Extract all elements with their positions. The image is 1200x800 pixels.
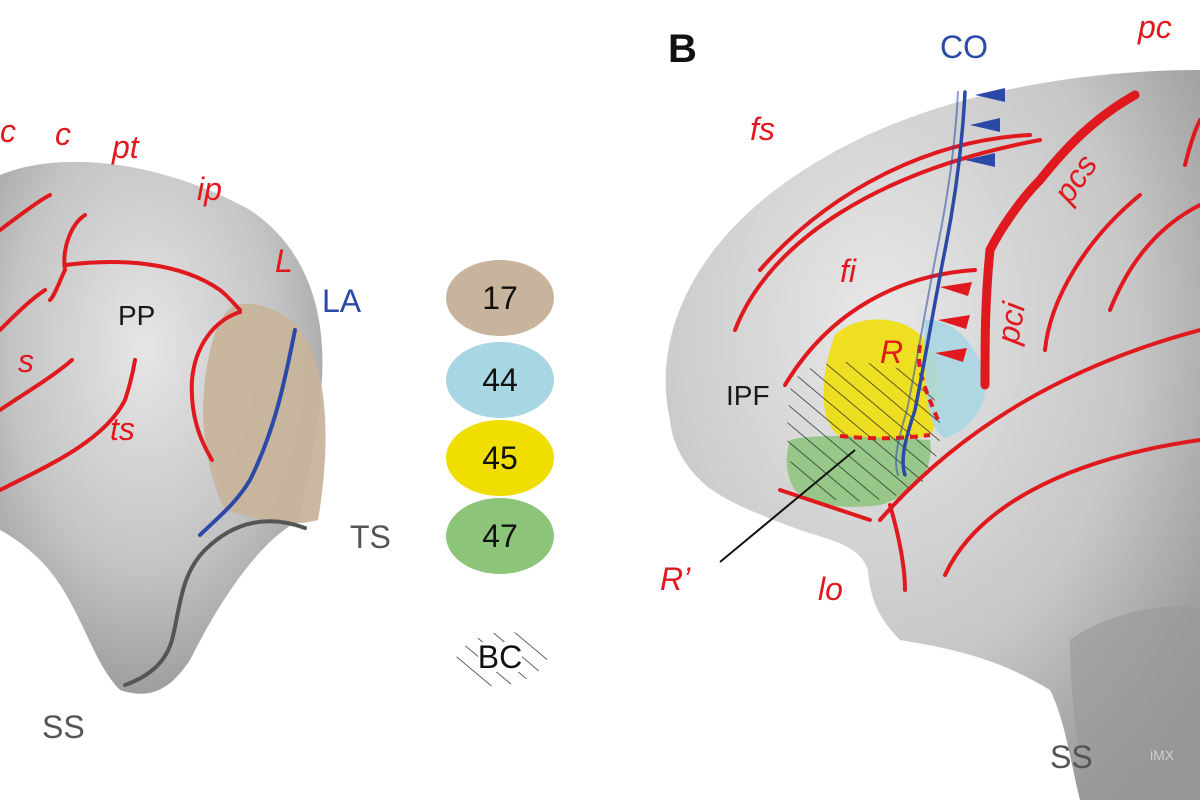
right-area-44 [924, 319, 986, 438]
right-sulcus-lateral [878, 328, 1200, 522]
blue-arrowhead-2 [970, 118, 1000, 132]
left-sulcus-L [189, 310, 242, 462]
label-SS-left: SS [42, 709, 85, 745]
legend-label-17: 17 [482, 280, 518, 316]
label-c2: c [55, 116, 71, 152]
legend: 17 44 45 47 BC [446, 260, 554, 687]
left-brain-surface [0, 161, 323, 694]
label-CO: CO [940, 29, 988, 65]
left-sulcus-c2 [48, 213, 87, 302]
red-arrowhead-3 [935, 348, 967, 362]
right-brain: B [660, 9, 1200, 800]
right-sulcus-pcs [985, 90, 1140, 255]
label-ts: ts [110, 411, 135, 447]
red-arrowhead-1 [940, 282, 972, 296]
right-sulcus-fs [733, 138, 1042, 332]
red-arrowhead-2 [938, 315, 970, 329]
legend-label-45: 45 [482, 440, 518, 476]
left-brain: c c pt ip L LA PP s ts TS SS [0, 113, 391, 745]
label-IPF: IPF [726, 380, 770, 411]
label-LA: LA [322, 283, 362, 319]
right-sulcus-r-prime [778, 488, 872, 522]
left-sulcus-s-upper [0, 288, 47, 332]
label-ip: ip [197, 171, 222, 207]
left-ss-line [123, 519, 307, 687]
legend-swatch-17 [446, 260, 554, 336]
right-ipf-hatch [787, 362, 941, 502]
right-sulcus-fi-upper [758, 133, 1032, 272]
blue-arrowhead-1 [975, 88, 1005, 102]
right-sulcus-pci [980, 245, 995, 390]
left-area-17 [203, 303, 326, 524]
left-sulcus-c1 [0, 193, 52, 232]
legend-swatch-47 [446, 498, 554, 574]
legend-label-bc: BC [478, 639, 522, 675]
r-prime-pointer [719, 449, 856, 563]
right-sulcus-sts [943, 438, 1200, 577]
label-fs: fs [750, 111, 775, 147]
label-R-prime: R’ [660, 561, 691, 597]
right-r-dashed-boundary [917, 344, 942, 426]
label-s: s [18, 343, 34, 379]
right-co-line [901, 90, 967, 477]
legend-label-47: 47 [482, 518, 518, 554]
right-co-line-inner [895, 91, 959, 476]
label-SS-right: SS [1050, 739, 1093, 775]
right-sulcus-fi [783, 268, 977, 387]
right-cerebellum [1070, 606, 1200, 800]
label-L: L [275, 243, 293, 279]
label-R: R [880, 334, 903, 370]
watermark: iMX [1150, 747, 1175, 763]
left-sulcus-ts [0, 358, 137, 492]
label-pt: pt [111, 129, 140, 165]
right-sulcus-lo [888, 503, 907, 592]
right-sulcus-p2 [1108, 203, 1200, 312]
panel-letter-b: B [668, 27, 697, 71]
legend-swatch-44 [446, 342, 554, 418]
label-c1: c [0, 113, 16, 149]
label-pci: pci [989, 299, 1032, 347]
left-sulcus-s [0, 358, 74, 412]
right-sulcus-p1 [1043, 193, 1142, 352]
right-sulcus-p3 [1183, 118, 1200, 167]
label-lo: lo [818, 571, 843, 607]
label-pc: pc [1137, 9, 1172, 45]
legend-label-44: 44 [482, 362, 518, 398]
label-fi: fi [840, 253, 857, 289]
left-la-line [198, 328, 297, 537]
left-sulcus-pt [63, 260, 242, 312]
legend-bc-swatch [455, 631, 549, 687]
legend-swatch-45 [446, 420, 554, 496]
blue-arrowhead-3 [965, 153, 995, 167]
label-PP: PP [118, 300, 155, 331]
label-TS: TS [350, 519, 391, 555]
